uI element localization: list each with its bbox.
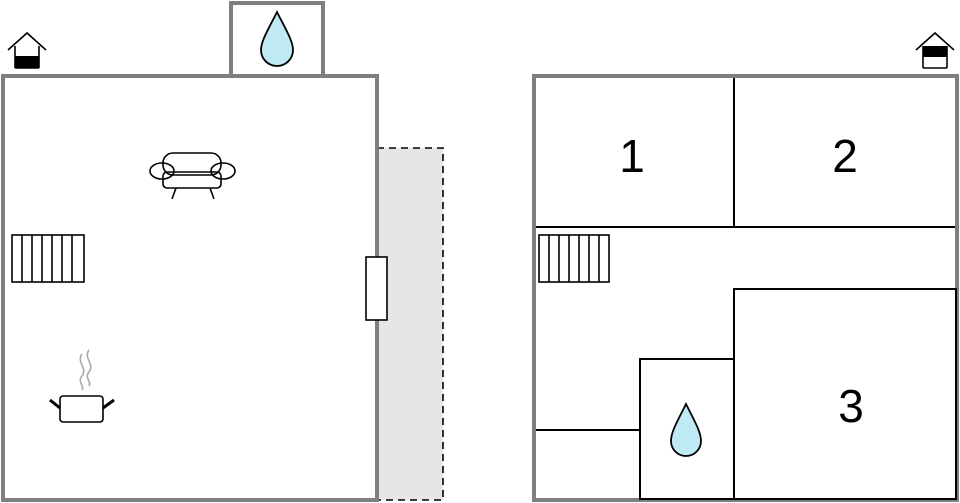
upper-floor-plan: 1 2 3 [532, 31, 959, 502]
ground-floor-outer-wall [1, 74, 379, 502]
room-number-2: 2 [832, 130, 858, 182]
window-icon [365, 256, 388, 321]
house-upper-floor-icon [915, 31, 955, 69]
water-drop-icon [260, 9, 294, 67]
water-drop-icon [670, 401, 702, 457]
room-number-1: 1 [619, 130, 645, 182]
sofa-icon [149, 152, 236, 200]
room-number-3: 3 [838, 380, 864, 432]
radiator-icon [11, 234, 85, 283]
cooking-pot-icon [49, 349, 115, 423]
house-ground-floor-icon [7, 31, 47, 69]
terrace-area [376, 147, 444, 501]
radiator-icon [538, 234, 610, 283]
ground-floor-bathroom [229, 1, 325, 78]
ground-floor-plan [1, 1, 444, 502]
